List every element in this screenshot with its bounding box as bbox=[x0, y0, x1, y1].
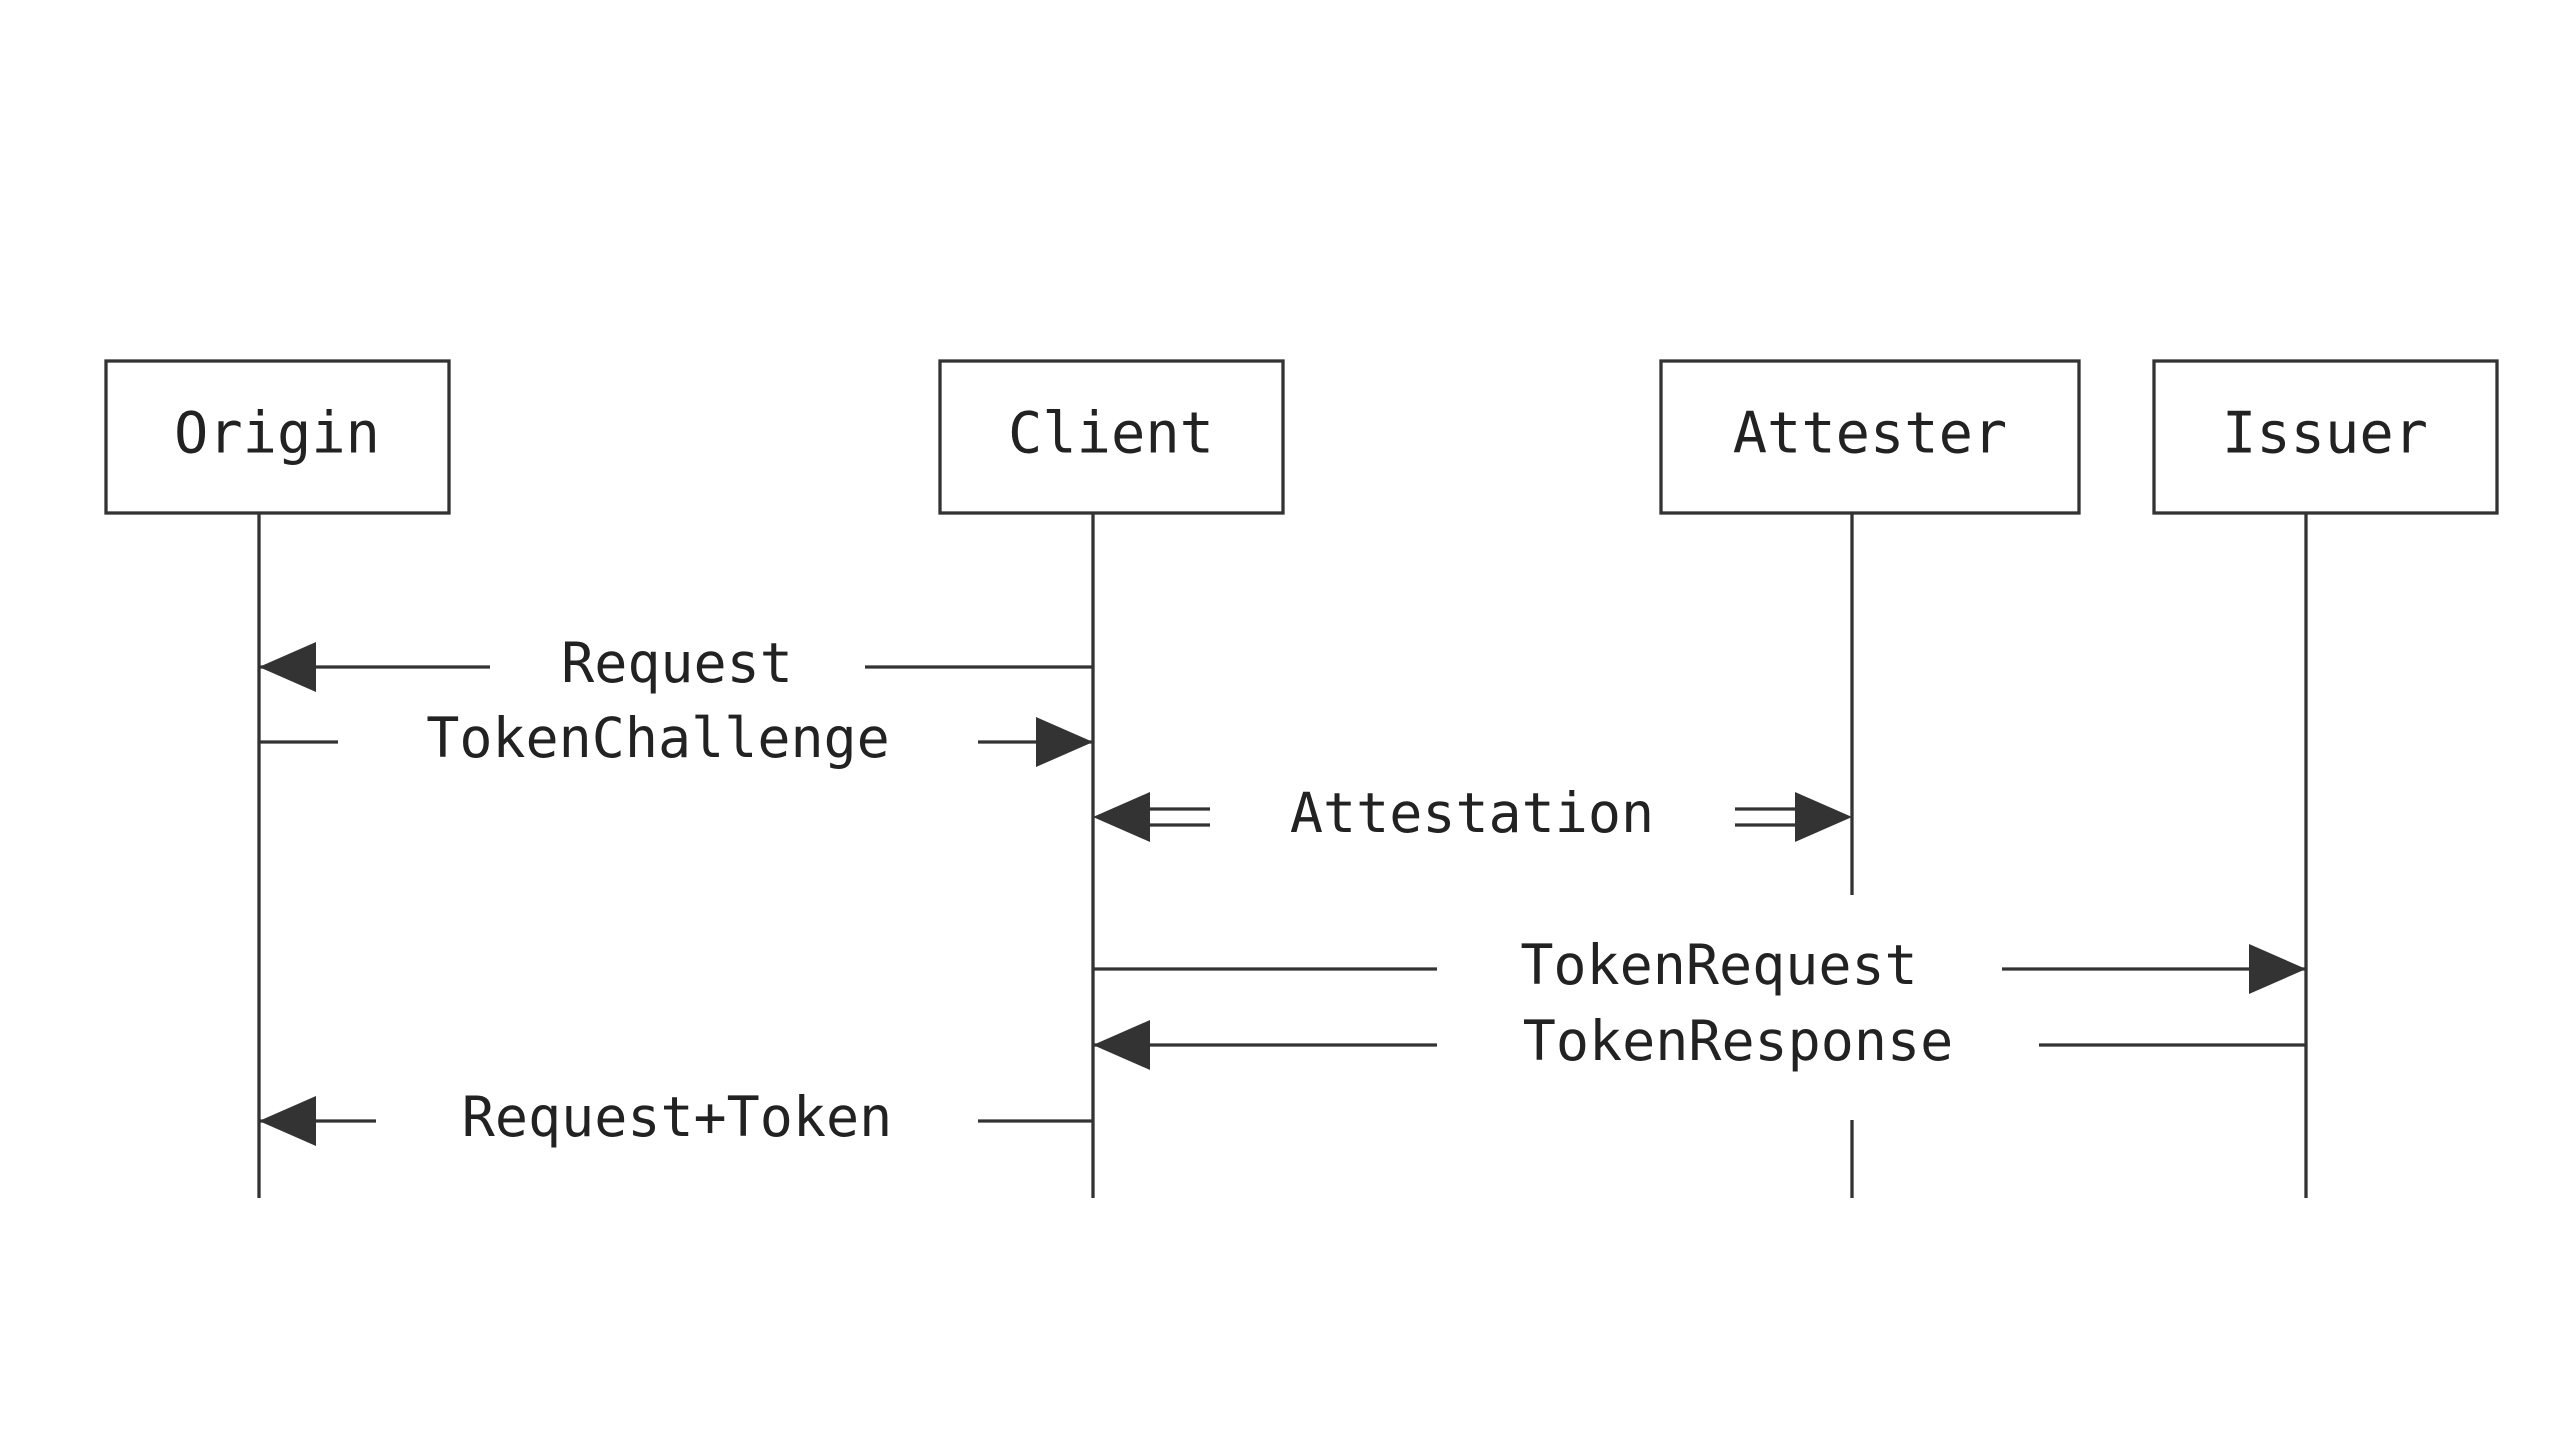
message-token-response: TokenResponse bbox=[1093, 1009, 2306, 1073]
arrow-left-icon bbox=[1093, 1020, 1150, 1070]
message-token-request-label: TokenRequest bbox=[1520, 933, 1917, 997]
message-request: Request bbox=[259, 631, 1093, 695]
arrow-left-icon bbox=[259, 1096, 316, 1146]
message-token-response-label: TokenResponse bbox=[1523, 1009, 1953, 1073]
participant-client: Client bbox=[938, 359, 1285, 515]
participant-origin: Origin bbox=[104, 359, 451, 515]
message-token-request: TokenRequest bbox=[1093, 933, 2306, 997]
participant-issuer: Issuer bbox=[2152, 359, 2499, 515]
participant-attester-label: Attester bbox=[1733, 401, 2008, 467]
message-token-challenge-label: TokenChallenge bbox=[426, 706, 890, 770]
arrow-right-icon bbox=[1036, 717, 1093, 767]
message-attestation-label: Attestation bbox=[1290, 781, 1654, 845]
arrow-left-icon bbox=[259, 642, 316, 692]
participant-client-label: Client bbox=[1008, 401, 1214, 467]
participant-origin-label: Origin bbox=[174, 401, 380, 467]
arrow-right-icon bbox=[1795, 792, 1852, 842]
message-token-challenge: TokenChallenge bbox=[259, 706, 1093, 770]
message-request-token-label: Request+Token bbox=[462, 1085, 892, 1149]
message-request-label: Request bbox=[561, 631, 793, 695]
arrow-right-icon bbox=[2249, 944, 2306, 994]
message-attestation: Attestation bbox=[1093, 781, 1852, 845]
participant-issuer-label: Issuer bbox=[2222, 401, 2428, 467]
message-request-token: Request+Token bbox=[259, 1085, 1093, 1149]
participant-attester: Attester bbox=[1659, 359, 2081, 515]
arrow-left-icon bbox=[1093, 792, 1150, 842]
